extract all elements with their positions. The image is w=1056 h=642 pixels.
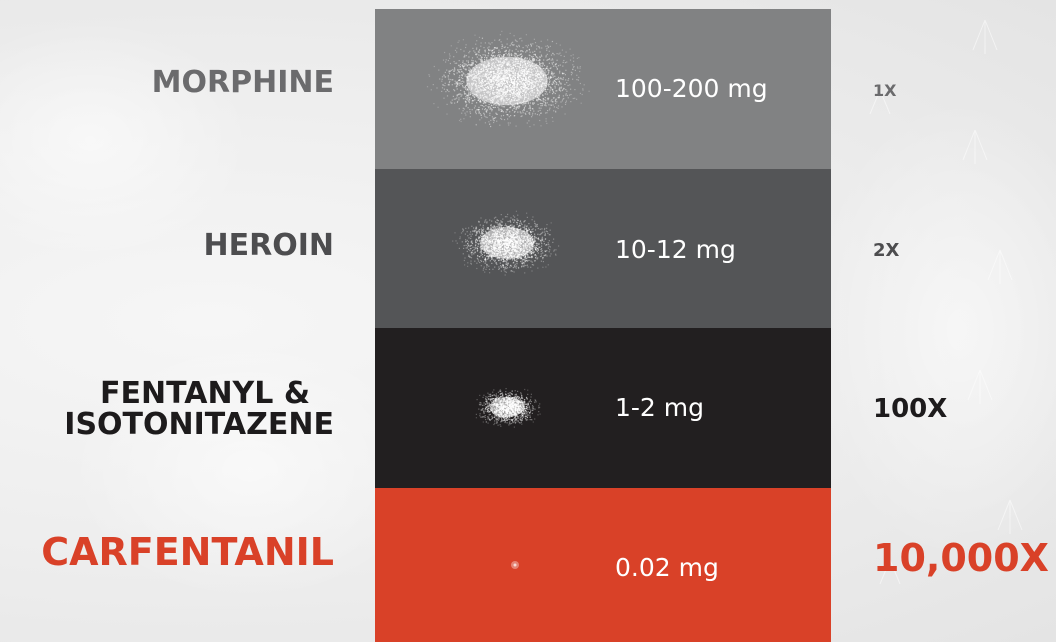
row-morphine: 100-200 mg <box>375 9 831 169</box>
row-heroin: 10-12 mg <box>375 169 831 328</box>
powder-pile-small-icon <box>475 388 541 428</box>
potency-value: 10,000X <box>873 536 1049 580</box>
potency-carfentanil: 10,000X <box>873 539 1049 577</box>
drug-name-line-1: FENTANYL & <box>100 376 310 411</box>
drug-label-fentanyl-isotonitazene: FENTANYL & ISOTONITAZENE <box>64 376 334 442</box>
dose-amount: 100-200 mg <box>615 74 768 103</box>
powder-speck-icon <box>511 561 519 569</box>
potency-value: 100X <box>873 394 948 424</box>
powder-pile-large-icon <box>426 30 590 128</box>
drug-label-carfentanil: CARFENTANIL <box>41 533 334 572</box>
potency-value: 1X <box>873 81 897 100</box>
potency-fentanyl-isotonitazene: 100X <box>873 396 947 422</box>
drug-name-line-2: ISOTONITAZENE <box>64 406 334 442</box>
row-fentanyl-isotonitazene: 1-2 mg <box>375 328 831 488</box>
potency-heroin: 2X <box>873 242 899 260</box>
drug-label-morphine: MORPHINE <box>151 65 334 100</box>
dose-amount: 10-12 mg <box>615 235 736 264</box>
drug-label-heroin: HEROIN <box>203 228 334 263</box>
potency-value: 2X <box>873 240 900 261</box>
potency-morphine: 1X <box>873 83 896 99</box>
drug-name: MORPHINE <box>151 65 334 100</box>
powder-pile-medium-icon <box>452 210 560 276</box>
dose-amount: 1-2 mg <box>615 393 705 422</box>
drug-name: HEROIN <box>203 228 334 263</box>
row-carfentanil: 0.02 mg <box>375 488 831 642</box>
drug-name: CARFENTANIL <box>41 530 334 574</box>
dose-amount: 0.02 mg <box>615 553 719 582</box>
dose-comparison-table: 100-200 mg 10-12 mg 1-2 mg 0.02 mg <box>375 9 831 642</box>
